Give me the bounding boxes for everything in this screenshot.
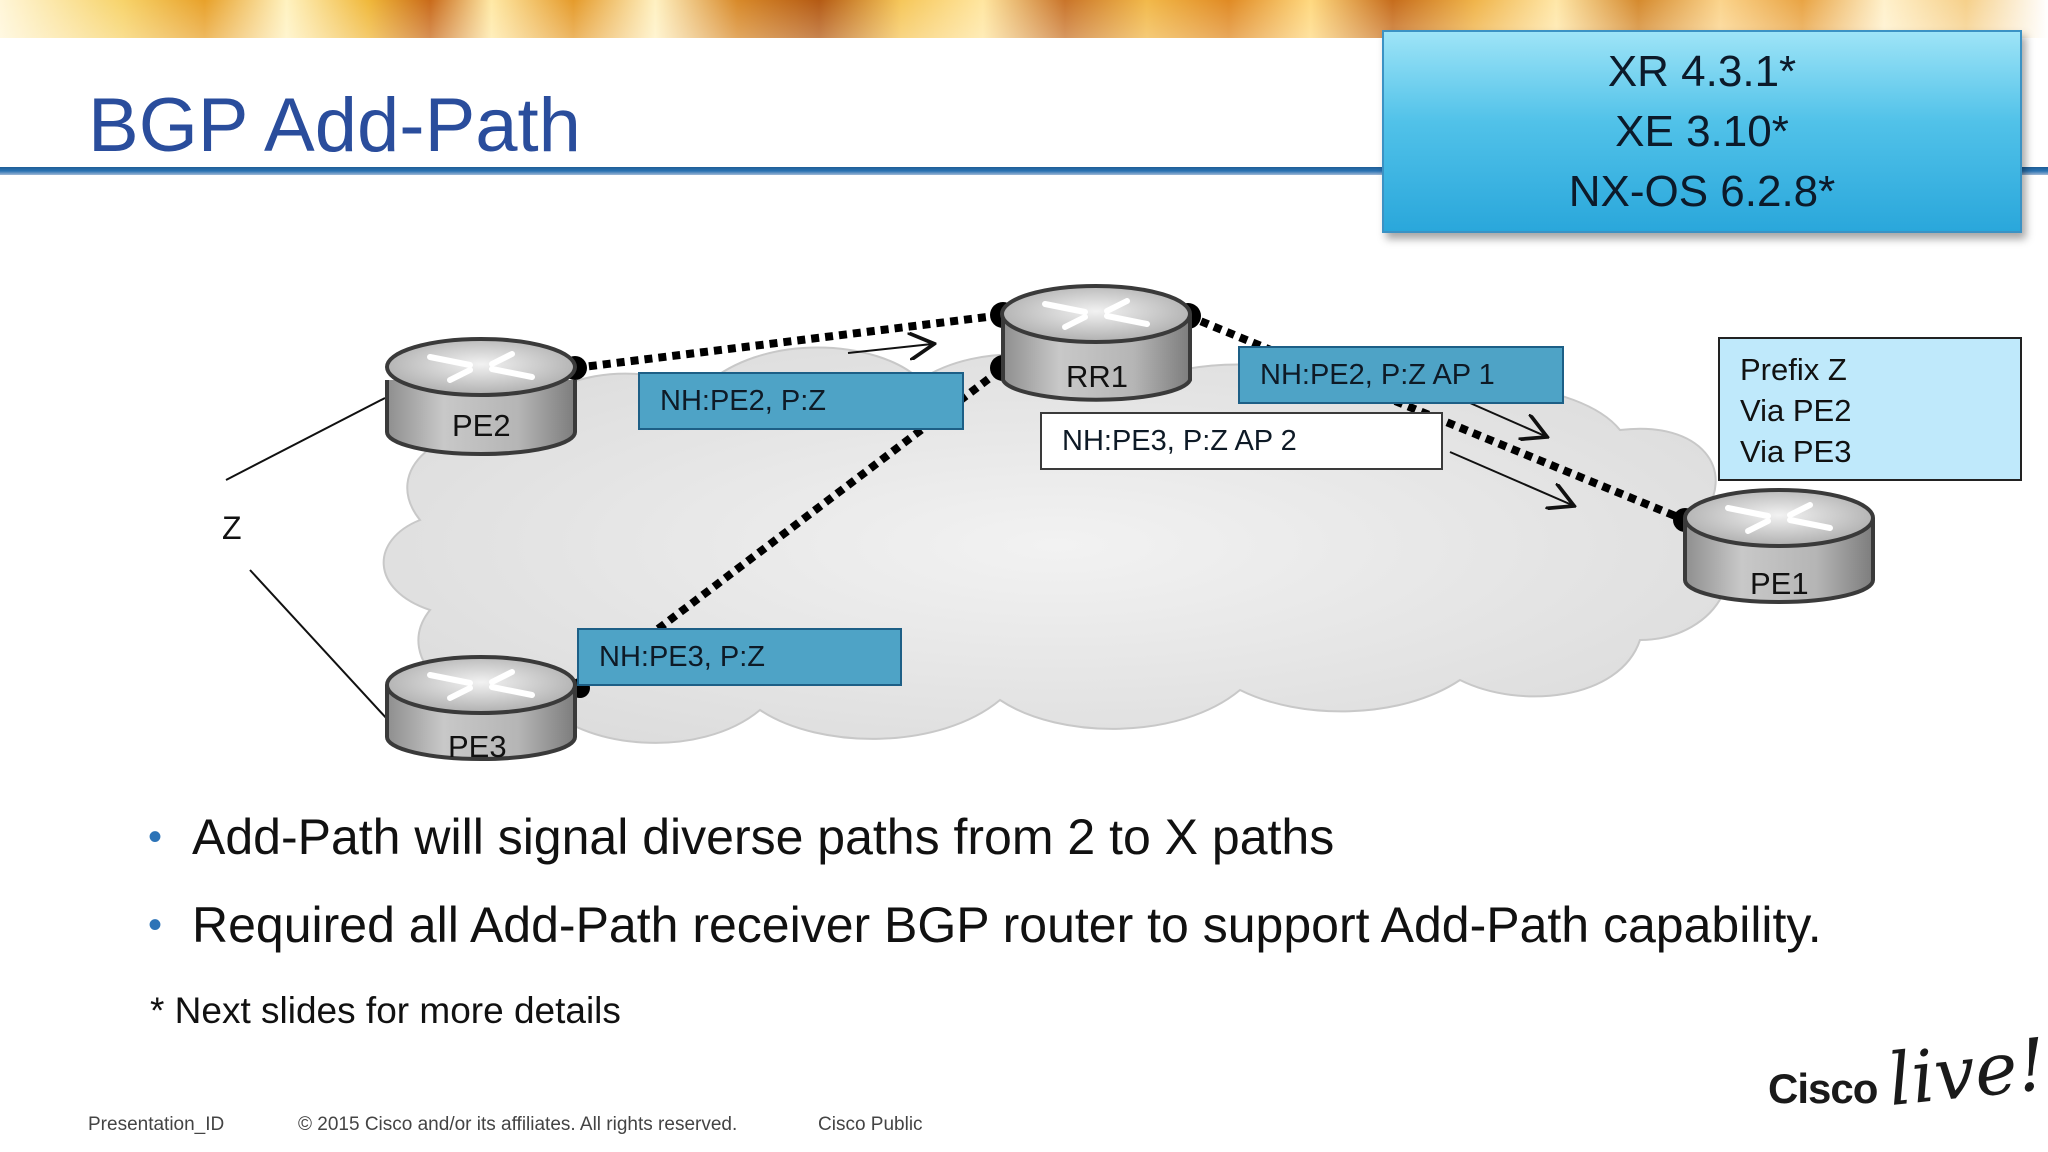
addpath-label-ap1: NH:PE2, P:Z AP 1: [1238, 346, 1564, 404]
footer-presentation-id: Presentation_ID: [88, 1114, 225, 1135]
update-label-pe3: NH:PE3, P:Z: [577, 628, 902, 686]
bullet-dot-icon: •: [148, 814, 163, 859]
rib-via-pe2: Via PE2: [1740, 393, 1852, 428]
cisco-live-logo: Cisco live!: [1768, 1022, 2048, 1122]
router-pe2-icon: [385, 337, 577, 456]
session-pe2-rr1: [574, 311, 1004, 372]
router-rr1-icon: [1000, 284, 1192, 402]
supported-versions-box: XR 4.3.1* XE 3.10* NX-OS 6.2.8*: [1382, 30, 2022, 233]
router-pe2-label: PE2: [452, 408, 511, 443]
z-line-pe2: [225, 397, 386, 481]
version-xr: XR 4.3.1*: [1607, 47, 1797, 96]
arrow-ap2-to-pe1: [1449, 451, 1572, 505]
pe1-rib-box: Prefix Z Via PE2 Via PE3: [1718, 337, 2022, 481]
footnote: * Next slides for more details: [150, 990, 621, 1031]
router-pe3-label: PE3: [448, 729, 507, 764]
version-nxos: NX-OS 6.2.8*: [1568, 167, 1836, 216]
router-pe1-icon: [1683, 488, 1875, 604]
rib-via-pe3: Via PE3: [1740, 434, 1852, 469]
router-pe3-icon: [385, 655, 577, 761]
addpath-label-ap2: NH:PE3, P:Z AP 2: [1040, 412, 1443, 470]
prefix-z-label: Z: [222, 510, 242, 546]
logo-brand-text: Cisco: [1768, 1065, 1878, 1112]
router-rr1-label: RR1: [1066, 359, 1129, 394]
rib-prefix: Prefix Z: [1740, 352, 1847, 387]
slide-title: BGP Add-Path: [88, 83, 581, 168]
bullet-text: Add-Path will signal diverse paths from …: [192, 809, 1335, 865]
footer-classification: Cisco Public: [818, 1114, 923, 1135]
z-line-pe3: [249, 569, 389, 721]
footer-copyright: © 2015 Cisco and/or its affiliates. All …: [298, 1114, 738, 1135]
bullet-text: Required all Add-Path receiver BGP route…: [192, 897, 1822, 953]
version-xe: XE 3.10*: [1615, 107, 1789, 156]
bullet-item: • Add-Path will signal diverse paths fro…: [148, 808, 1334, 866]
bullet-dot-icon: •: [148, 902, 163, 947]
logo-event-text: live!: [1884, 1021, 2048, 1123]
update-label-pe2: NH:PE2, P:Z: [638, 372, 964, 430]
arrow-pe2-to-rr1: [847, 344, 932, 353]
bullet-item: • Required all Add-Path receiver BGP rou…: [148, 896, 1822, 954]
title-rule: [0, 167, 2048, 175]
router-pe1-label: PE1: [1750, 566, 1809, 601]
